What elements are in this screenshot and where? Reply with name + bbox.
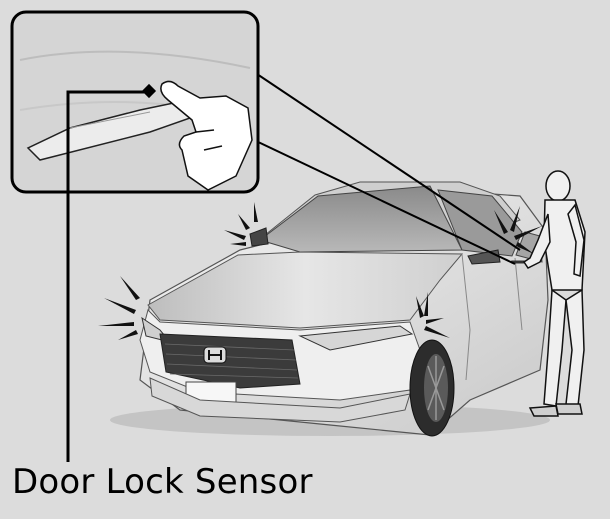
light-flash-icon [98, 202, 542, 340]
car-illustration [110, 181, 550, 437]
door-lock-sensor-label: Door Lock Sensor [12, 462, 313, 502]
person-illustration [522, 170, 586, 417]
inset-callout [10, 10, 521, 462]
hand-touch-icon [160, 80, 253, 191]
callout-pointer [66, 90, 146, 462]
